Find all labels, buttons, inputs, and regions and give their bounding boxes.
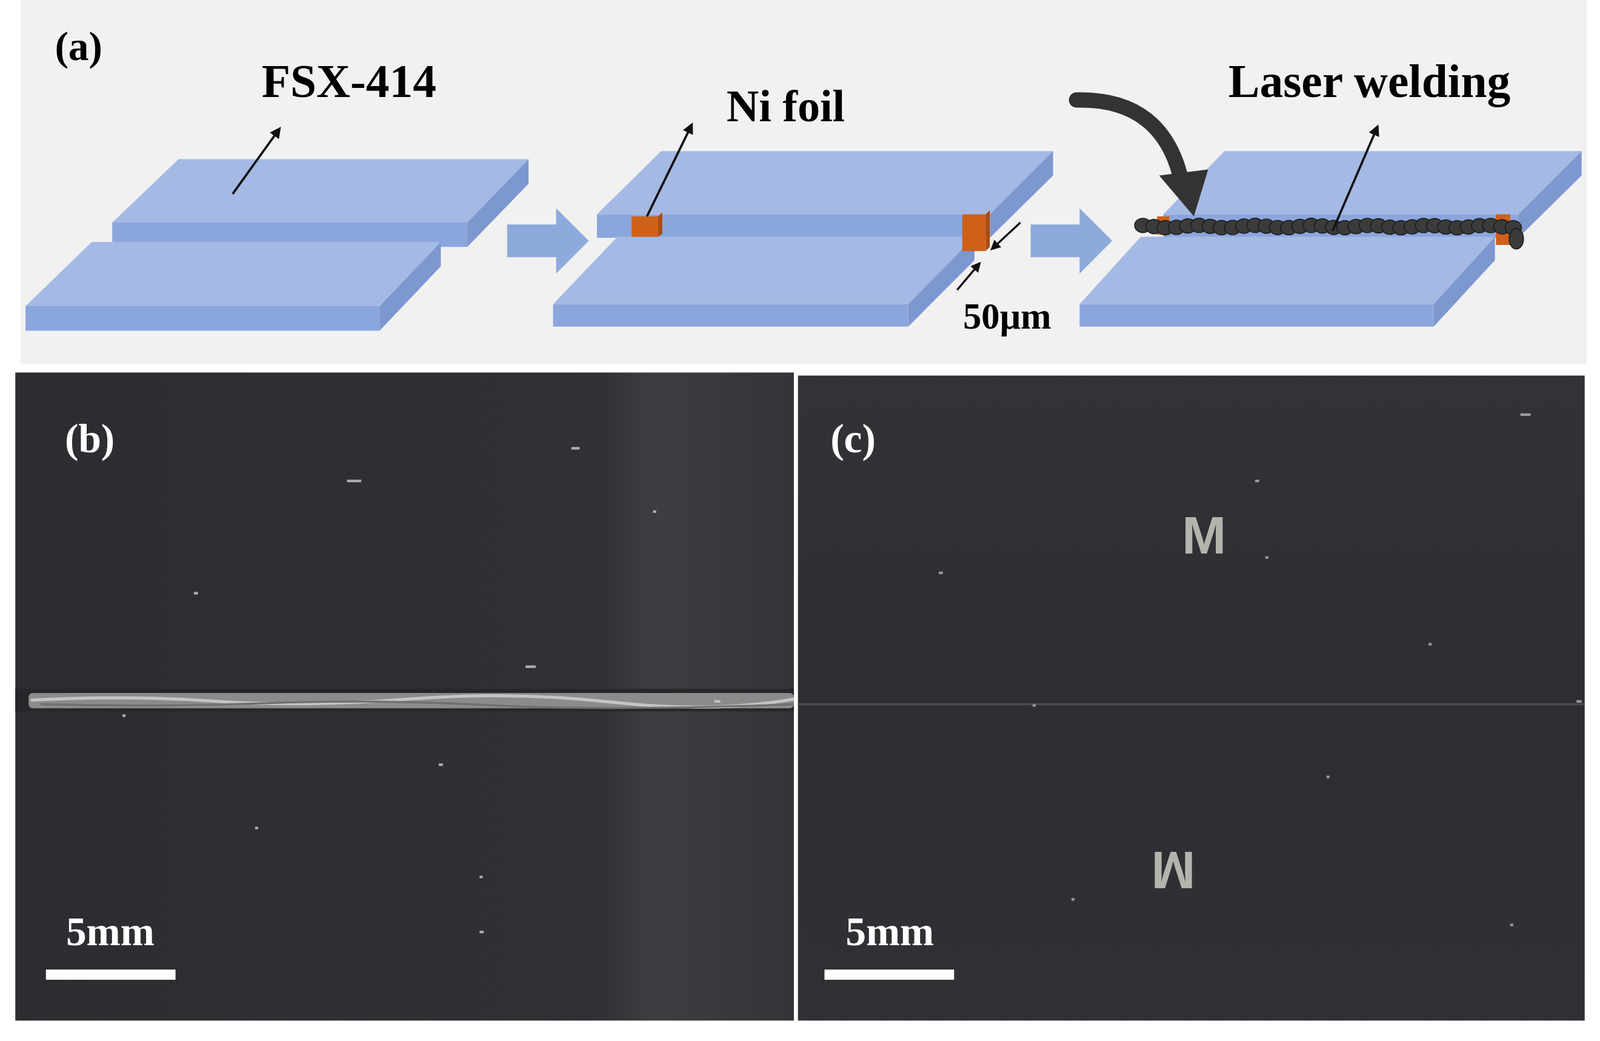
step-arrow xyxy=(1030,207,1113,274)
polished-photo xyxy=(798,375,1585,1020)
weld-bead xyxy=(1134,218,1524,250)
laser-arrow xyxy=(1076,100,1182,182)
welded-plates xyxy=(1079,150,1582,327)
polished-photo xyxy=(938,571,944,574)
welded-plates xyxy=(1163,214,1519,239)
polished-photo xyxy=(1032,704,1036,707)
plate-pair-with-foil xyxy=(658,212,663,237)
process-label: Laser welding xyxy=(1228,58,1511,105)
welded-plates xyxy=(1518,150,1582,238)
specimen-marking: M xyxy=(1181,509,1227,563)
polished-photo xyxy=(938,413,1582,927)
polished-photo xyxy=(1265,555,1269,559)
dimension-label: 50μm xyxy=(963,298,1051,336)
part-label: Ni foil xyxy=(726,83,845,129)
weld-photo xyxy=(479,875,483,878)
weld-photo xyxy=(15,688,794,711)
scale-label: 5mm xyxy=(66,911,155,953)
step-arrow xyxy=(507,207,590,274)
weld-photo xyxy=(346,479,362,482)
plate-pair-with-foil xyxy=(596,150,1054,214)
dimension-arrow xyxy=(956,263,980,290)
weld-photo xyxy=(193,591,199,594)
ni-foil xyxy=(631,216,659,237)
plate-pair xyxy=(25,241,441,307)
welded-plates xyxy=(1433,236,1496,327)
weld-photo xyxy=(40,701,794,708)
welded-plates xyxy=(1079,304,1434,327)
panel-background xyxy=(20,0,1587,365)
polished-photo xyxy=(1576,700,1582,703)
plate-pair-with-foil xyxy=(596,214,990,239)
weld-photo xyxy=(438,763,444,766)
panel-label: (b) xyxy=(64,418,115,459)
weld-photo xyxy=(525,665,536,668)
leader-line xyxy=(646,124,692,217)
plate-pair xyxy=(112,159,529,223)
weld-bead xyxy=(1509,228,1524,250)
scale-bar xyxy=(46,969,176,980)
ni-foil xyxy=(962,214,987,252)
polished-photo xyxy=(798,703,1585,705)
weld-photo xyxy=(255,826,259,830)
scale-label: 5mm xyxy=(845,911,934,953)
plate-pair-with-foil xyxy=(553,304,909,327)
welded-plates xyxy=(1079,236,1495,305)
polished-photo xyxy=(1510,923,1514,926)
laser-arrow-head xyxy=(1159,169,1209,216)
plate-pair xyxy=(379,241,441,331)
polished-photo xyxy=(1071,897,1075,900)
leader-line xyxy=(232,128,280,194)
leader-line xyxy=(1332,126,1378,231)
part-label: FSX-414 xyxy=(261,58,437,105)
weld-photo xyxy=(122,713,126,717)
panel-label: (a) xyxy=(54,26,103,68)
dimension-arrow xyxy=(992,222,1021,250)
polished-photo xyxy=(1326,775,1330,778)
polished-photo xyxy=(1520,413,1531,416)
weld-photo xyxy=(479,930,484,933)
plate-pair-with-foil xyxy=(553,236,975,305)
plate-pair xyxy=(25,159,529,331)
weld-photo xyxy=(571,446,580,450)
welded-plates xyxy=(1163,150,1582,214)
weld-photo xyxy=(653,510,657,513)
specimen-marking: M xyxy=(1151,843,1196,897)
polished-photo xyxy=(1428,643,1432,646)
plate-pair xyxy=(25,306,380,331)
plate-pair-with-foil xyxy=(985,210,990,251)
polished-photo xyxy=(1255,479,1260,482)
weld-photo xyxy=(122,446,721,933)
weld-photo xyxy=(15,372,794,1020)
scale-bar xyxy=(824,969,954,980)
weld-photo xyxy=(714,700,721,703)
weld-photo xyxy=(15,372,794,1020)
panel-label: (c) xyxy=(830,418,876,459)
polished-photo xyxy=(798,375,1585,1020)
weld-photo xyxy=(28,692,794,708)
